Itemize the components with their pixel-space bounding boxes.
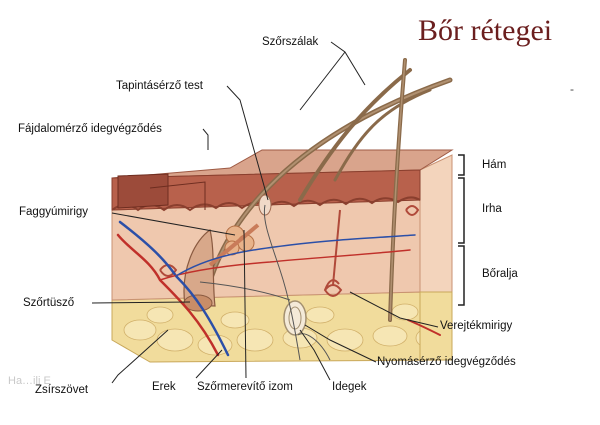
- label-sweat-gland: Verejtékmirigy: [440, 320, 513, 332]
- label-hair-shafts: Szőrszálak: [262, 36, 319, 48]
- pressure-receptor-shape: [283, 300, 307, 336]
- leader-lines: [91, 41, 439, 384]
- diagram-title: Bőr rétegei: [418, 14, 553, 47]
- label-vessels: Erek: [152, 381, 176, 393]
- label-touch-receptor: Tapintásérző test: [116, 80, 203, 92]
- dash-mark: -: [570, 82, 574, 96]
- label-fat-tissue: Zsírszövet: [35, 384, 89, 396]
- label-pain-nerve-endings: Fájdalomérző idegvégződés: [18, 123, 162, 135]
- layer-label-epidermis: Hám: [482, 159, 507, 171]
- layer-label-dermis: Irha: [482, 203, 502, 215]
- sweat-gland-shape: [159, 205, 420, 297]
- layer-label-subcutis: Bőralja: [482, 268, 518, 280]
- label-hair-follicle: Szőrtüsző: [23, 297, 75, 309]
- label-arrector-pili: Szőrmerevítő izom: [197, 381, 293, 393]
- layer-brackets: [458, 154, 465, 306]
- watermark: Ha…ili E: [8, 375, 51, 387]
- blood-vessels: [116, 220, 441, 357]
- label-nerves: Idegek: [332, 381, 367, 393]
- label-sebaceous-gland: Faggyúmirigy: [19, 206, 89, 218]
- hair-follicle-shape: [183, 229, 216, 307]
- label-pressure-nerve-endings: Nyomásérző idegvégződés: [377, 356, 516, 368]
